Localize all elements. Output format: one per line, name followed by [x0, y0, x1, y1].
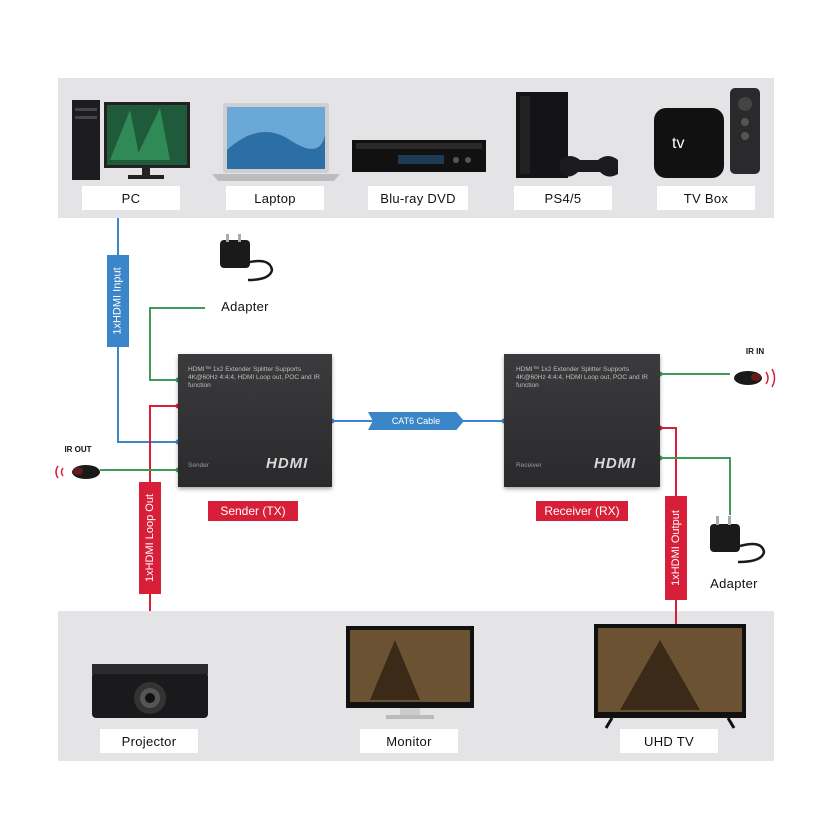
- monitor-icon: [346, 626, 474, 719]
- source-label-tvbox: TV Box: [657, 186, 755, 210]
- receiver-device: HDMI™ 1x2 Extender Splitter Supports 4K@…: [504, 354, 660, 487]
- bluray-player-icon: [352, 140, 486, 172]
- sender-device: HDMI™ 1x2 Extender Splitter Supports 4K@…: [178, 354, 332, 487]
- sender-label: Sender (TX): [208, 501, 298, 521]
- display-label-projector: Projector: [100, 729, 198, 753]
- source-label-laptop: Laptop: [226, 186, 324, 210]
- display-label-monitor: Monitor: [360, 729, 458, 753]
- ir-in-label: IR IN: [736, 345, 774, 357]
- receiver-role: Receiver: [516, 462, 542, 469]
- cat6-cable-label: CAT6 Cable: [368, 412, 464, 430]
- source-label-bluray: Blu-ray DVD: [368, 186, 468, 210]
- svg-text:tv: tv: [672, 135, 684, 152]
- receiver-label: Receiver (RX): [536, 501, 628, 521]
- pc-icon: [72, 100, 190, 180]
- laptop-icon: [212, 103, 340, 181]
- display-label-uhdtv: UHD TV: [620, 729, 718, 753]
- tv-box-icon: tv: [654, 88, 760, 178]
- ir-out-label: IR OUT: [58, 443, 98, 455]
- sender-adapter-label: Adapter: [205, 295, 285, 317]
- sender-hdmi-logo: HDMI: [266, 455, 309, 472]
- projector-icon: [92, 664, 208, 718]
- uhd-tv-icon: [594, 624, 746, 729]
- source-label-pc: PC: [82, 186, 180, 210]
- receiver-adapter-line: [660, 457, 731, 515]
- hdmi-input-label: 1xHDMI Input: [107, 255, 129, 347]
- receiver-hdmi-logo: HDMI: [594, 455, 637, 472]
- source-label-ps: PS4/5: [514, 186, 612, 210]
- ps-console-icon: [516, 92, 618, 178]
- sender-role: Sender: [188, 462, 209, 469]
- sender-description: HDMI™ 1x2 Extender Splitter Supports 4K@…: [188, 366, 320, 389]
- hdmi-loopout-label: 1xHDMI Loop Out: [139, 482, 161, 594]
- sender-adapter-line: [149, 307, 205, 381]
- hdmi-output-label: 1xHDMI Output: [665, 496, 687, 600]
- receiver-adapter-label: Adapter: [694, 572, 774, 594]
- receiver-description: HDMI™ 1x2 Extender Splitter Supports 4K@…: [516, 366, 648, 389]
